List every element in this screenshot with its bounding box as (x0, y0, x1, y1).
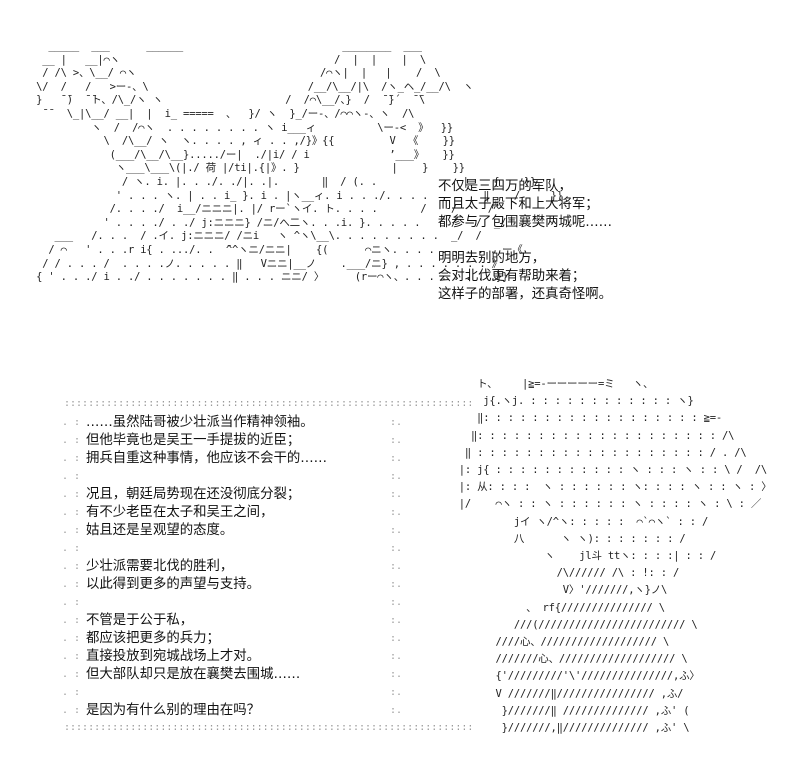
art-line: (___/\__/\__}...../ー| ./|i/ / i ’___》 }} (109, 148, 455, 161)
art-line: _____ ___ ______ ________ ___ (48, 40, 422, 52)
art-line: jイ ヽ/^ヽ: : : : : ⌒`⌒ヽ` : : / (513, 515, 709, 528)
dialogue-line (86, 540, 327, 558)
dialogue-box: ……虽然陆哥被少壮派当作精神领袖。但他毕竟也是吴王一手提拔的近臣； 拥兵自重这种事… (86, 414, 327, 720)
dialogue-line (86, 468, 327, 486)
art-line: } ̄ ̄) ̄ ̄ト、/\_/ヽ ヽ / /⌒\__/、} / ̄ ̄}´ ̄… (36, 94, 425, 107)
dialogue-line (86, 594, 327, 612)
box-border-right: :. :. :. :. :. :. :. :. :. :. :. :. :. :… (390, 417, 403, 716)
art-line: / ⌒ ' . . .r i{ . .../. . ̄^^ヽニ/ニニ| {( ⌒… (48, 243, 523, 256)
art-line: |: 从: : : : ヽ : : : : : : ヽ: : : : ヽ : :… (458, 481, 772, 494)
art-line: / / . . . / . . . .ノ. . . . . ‖ Vニニ|__ノ … (42, 257, 502, 270)
art-line: ///////心、/////////////////// \ (495, 653, 688, 666)
dialogue-line (438, 232, 612, 250)
art-line: ヽ jl斗 ttヽ: : : :| : : / (544, 550, 717, 563)
art-line: ////心、/////////////////// \ (495, 636, 670, 649)
art-line: |/ ⌒ヽ : : ヽ : : : : : : ヽ : : : : ヽ : \ … (458, 498, 762, 511)
art-line: \/ / / >ー-、\ /__/\__/|\ /ヽ_ヘ_/__/\ ヽ (36, 80, 474, 93)
art-line: ‖ : : : : : : : : : : : : : : : : : : : … (464, 446, 747, 459)
dialogue-line: ……虽然陆哥被少壮派当作精神领袖。 (86, 415, 314, 430)
art-line: ___ /. . . / .イ. j:ニニニ/ /ニi ヽ ^ヽ\__\. . … (54, 230, 482, 243)
dialogue-line: 况且，朝廷局势现在还没彻底分裂； (86, 487, 301, 502)
art-line: }///////,‖////////////// ,ふ' \ (501, 722, 690, 735)
art-line: 八 ヽ ヽ): : : : : : : / (513, 532, 686, 545)
ascii-art-bow: _____ ___ ______ ________ ___ __ | __|⌒ヽ… (30, 40, 563, 285)
dialogue-line: 这样子的部署，还真奇怪啊。 (438, 287, 613, 302)
art-line: ヽ / /⌒ヽ . . . . . . . . ヽ i___ィ \ー-< 》 }… (91, 121, 453, 134)
art-line: \ /\__/ ヽ ヽ. . . . , ィ . . ,/}》{{ V 《 }} (103, 135, 455, 148)
art-line: /. . . ./ i__/ニニニ|. |/ rー`ヽイ. ト. . . . /… (109, 203, 501, 216)
dialogue-line: 而且太子殿下和上大将军； (438, 197, 599, 212)
dialogue-line: 但大部队却只是放在襄樊去围城…… (86, 667, 301, 682)
art-line: |: j{ : : : : : : : : : : : ヽ : : : ヽ : … (458, 464, 768, 477)
dialogue-line: 姑且还是呈观望的态度。 (86, 523, 234, 538)
art-line: ' . . . ヽ. | . . i_ }. i . |ヽ__ィ. i . . … (115, 189, 563, 202)
box-border-left: . : . : . : . : . : . : . : . : . : . : … (62, 417, 81, 716)
art-line: ‖: : : : : : : : : : : : : : : : : : : :… (470, 429, 735, 442)
art-line: }///////‖ ////////////// ,ふ' ( (501, 704, 690, 717)
dialogue-line: 但他毕竟也是吴王一手提拔的近臣； (86, 433, 301, 448)
dialogue-line: 会对北伐更有帮助来着； (438, 269, 586, 284)
art-line: V〉'///////,ヽ}ノ\ (562, 584, 668, 597)
art-line: j{.ヽj. : : : : : : : : : : : : ヽ} (483, 395, 694, 408)
art-line: ̄ ̄ \_|\__/ __| | i_ ===== 、 }/ ヽ }_/ー-、… (36, 107, 415, 120)
art-line: __ | __|⌒ヽ / | | | \ (42, 53, 426, 66)
dialogue-right: 不仅是三四万的军队， 而且太子殿下和上大将军； 都参与了包围襄樊两城呢…… 明明去别的… (438, 178, 612, 304)
dialogue-line: 拥兵自重这种事情，他应该不会干的…… (86, 451, 328, 466)
dialogue-line: 是因为有什么别的理由在吗？ (86, 703, 261, 718)
art-line: 、 rf{/////////////// \ (526, 601, 665, 614)
art-line: ‖: : : : : : : : : : : : : : : : : : ≧=- (477, 412, 722, 425)
art-line: ' . . . ./ . ./ j:ニニニ} /ニ/へ二ヽ. . .i. }. … (103, 216, 507, 229)
box-border-bottom: ::::::::::::::::::::::::::::::::::::::::… (64, 722, 474, 733)
art-line: ト、 |≧=-ーーーーー=ミ ヽ、 (477, 378, 654, 390)
art-line: /\////// /\ : !: : / (556, 567, 680, 580)
dialogue-line: 不仅是三四万的军队， (438, 179, 572, 194)
art-line: V ///////‖//////////////// ,ふ/ (495, 687, 684, 700)
dialogue-line: 不管是于公于私， (86, 613, 194, 628)
art-line: { ' . . ./ i . ./ . . . . . . . ‖ . . . … (36, 271, 509, 284)
art-line: {'/////////'\'///////////////,ふ〉 (495, 670, 700, 683)
art-line: / /\ >、\__/ ⌒ヽ /⌒ヽ| | | / \ (42, 67, 441, 80)
dialogue-line: 以此得到更多的声望与支持。 (86, 577, 261, 592)
ascii-art-character: ト、 |≧=-ーーーーー=ミ ヽ、 j{.ヽj. : : : : : : : :… (422, 376, 772, 737)
dialogue-line: 少壮派需要北伐的胜利， (86, 559, 234, 574)
art-line: ヽ___\___\(|./ 荷 |/ti|.{|》. } | } }} (115, 162, 465, 175)
art-line: / ヽ. i. |. . ./. ./|. .|. ‖ / (. . | { }… (121, 175, 537, 188)
dialogue-line: 都参与了包围襄樊两城呢…… (438, 215, 613, 230)
dialogue-line: 明明去别的地方， (438, 251, 546, 266)
dialogue-line (86, 684, 327, 702)
dialogue-line: 直接投放到宛城战场上才对。 (86, 649, 261, 664)
box-border-top: ::::::::::::::::::::::::::::::::::::::::… (64, 398, 474, 409)
art-line: ///(//////////////////////// \ (513, 618, 698, 631)
dialogue-line: 都应该把更多的兵力； (86, 631, 220, 646)
dialogue-line: 有不少老臣在太子和吴王之间， (86, 505, 274, 520)
